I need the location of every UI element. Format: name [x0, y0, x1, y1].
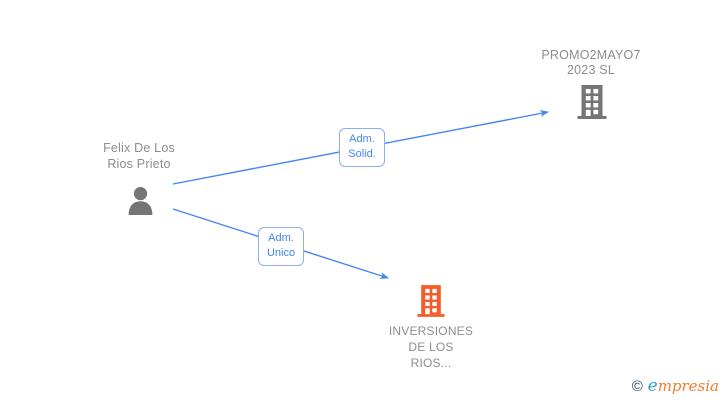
edge-label-line2: Solid. — [348, 148, 376, 160]
person-icon[interactable] — [124, 187, 157, 215]
edge-label-line1: Adm. — [268, 232, 294, 244]
brand-rest: mpresia — [657, 377, 719, 395]
brand-first-letter: e — [647, 376, 658, 396]
company-bottom-building-icon[interactable] — [417, 284, 445, 318]
company-top-name-line2: 2023 SL — [567, 63, 615, 77]
edge-label-adm-solid: Adm. Solid. — [339, 128, 385, 167]
edge-label-adm-unico: Adm. Unico — [258, 227, 304, 266]
edge-label-line2: Unico — [266, 247, 296, 259]
company-bottom-node-label[interactable]: INVERSIONES DE LOS RIOS... — [361, 323, 501, 371]
company-top-node-label[interactable]: PROMO2MAYO7 2023 SL — [521, 48, 661, 78]
company-bottom-name-line3: RIOS... — [410, 356, 452, 370]
company-top-building-icon[interactable] — [577, 85, 607, 119]
company-bottom-name-line1: INVERSIONES — [388, 324, 474, 338]
person-name-line2: Rios Prieto — [107, 157, 171, 171]
edge-label-line1: Adm. — [349, 133, 375, 145]
person-node-label[interactable]: Felix De Los Rios Prieto — [69, 140, 209, 172]
empresia-logo[interactable]: © empresia — [632, 376, 719, 396]
person-name-line1: Felix De Los — [103, 141, 175, 155]
company-top-name-line1: PROMO2MAYO7 — [541, 48, 641, 62]
company-bottom-name-line2: DE LOS — [408, 340, 454, 354]
copyright-icon: © — [631, 378, 643, 395]
